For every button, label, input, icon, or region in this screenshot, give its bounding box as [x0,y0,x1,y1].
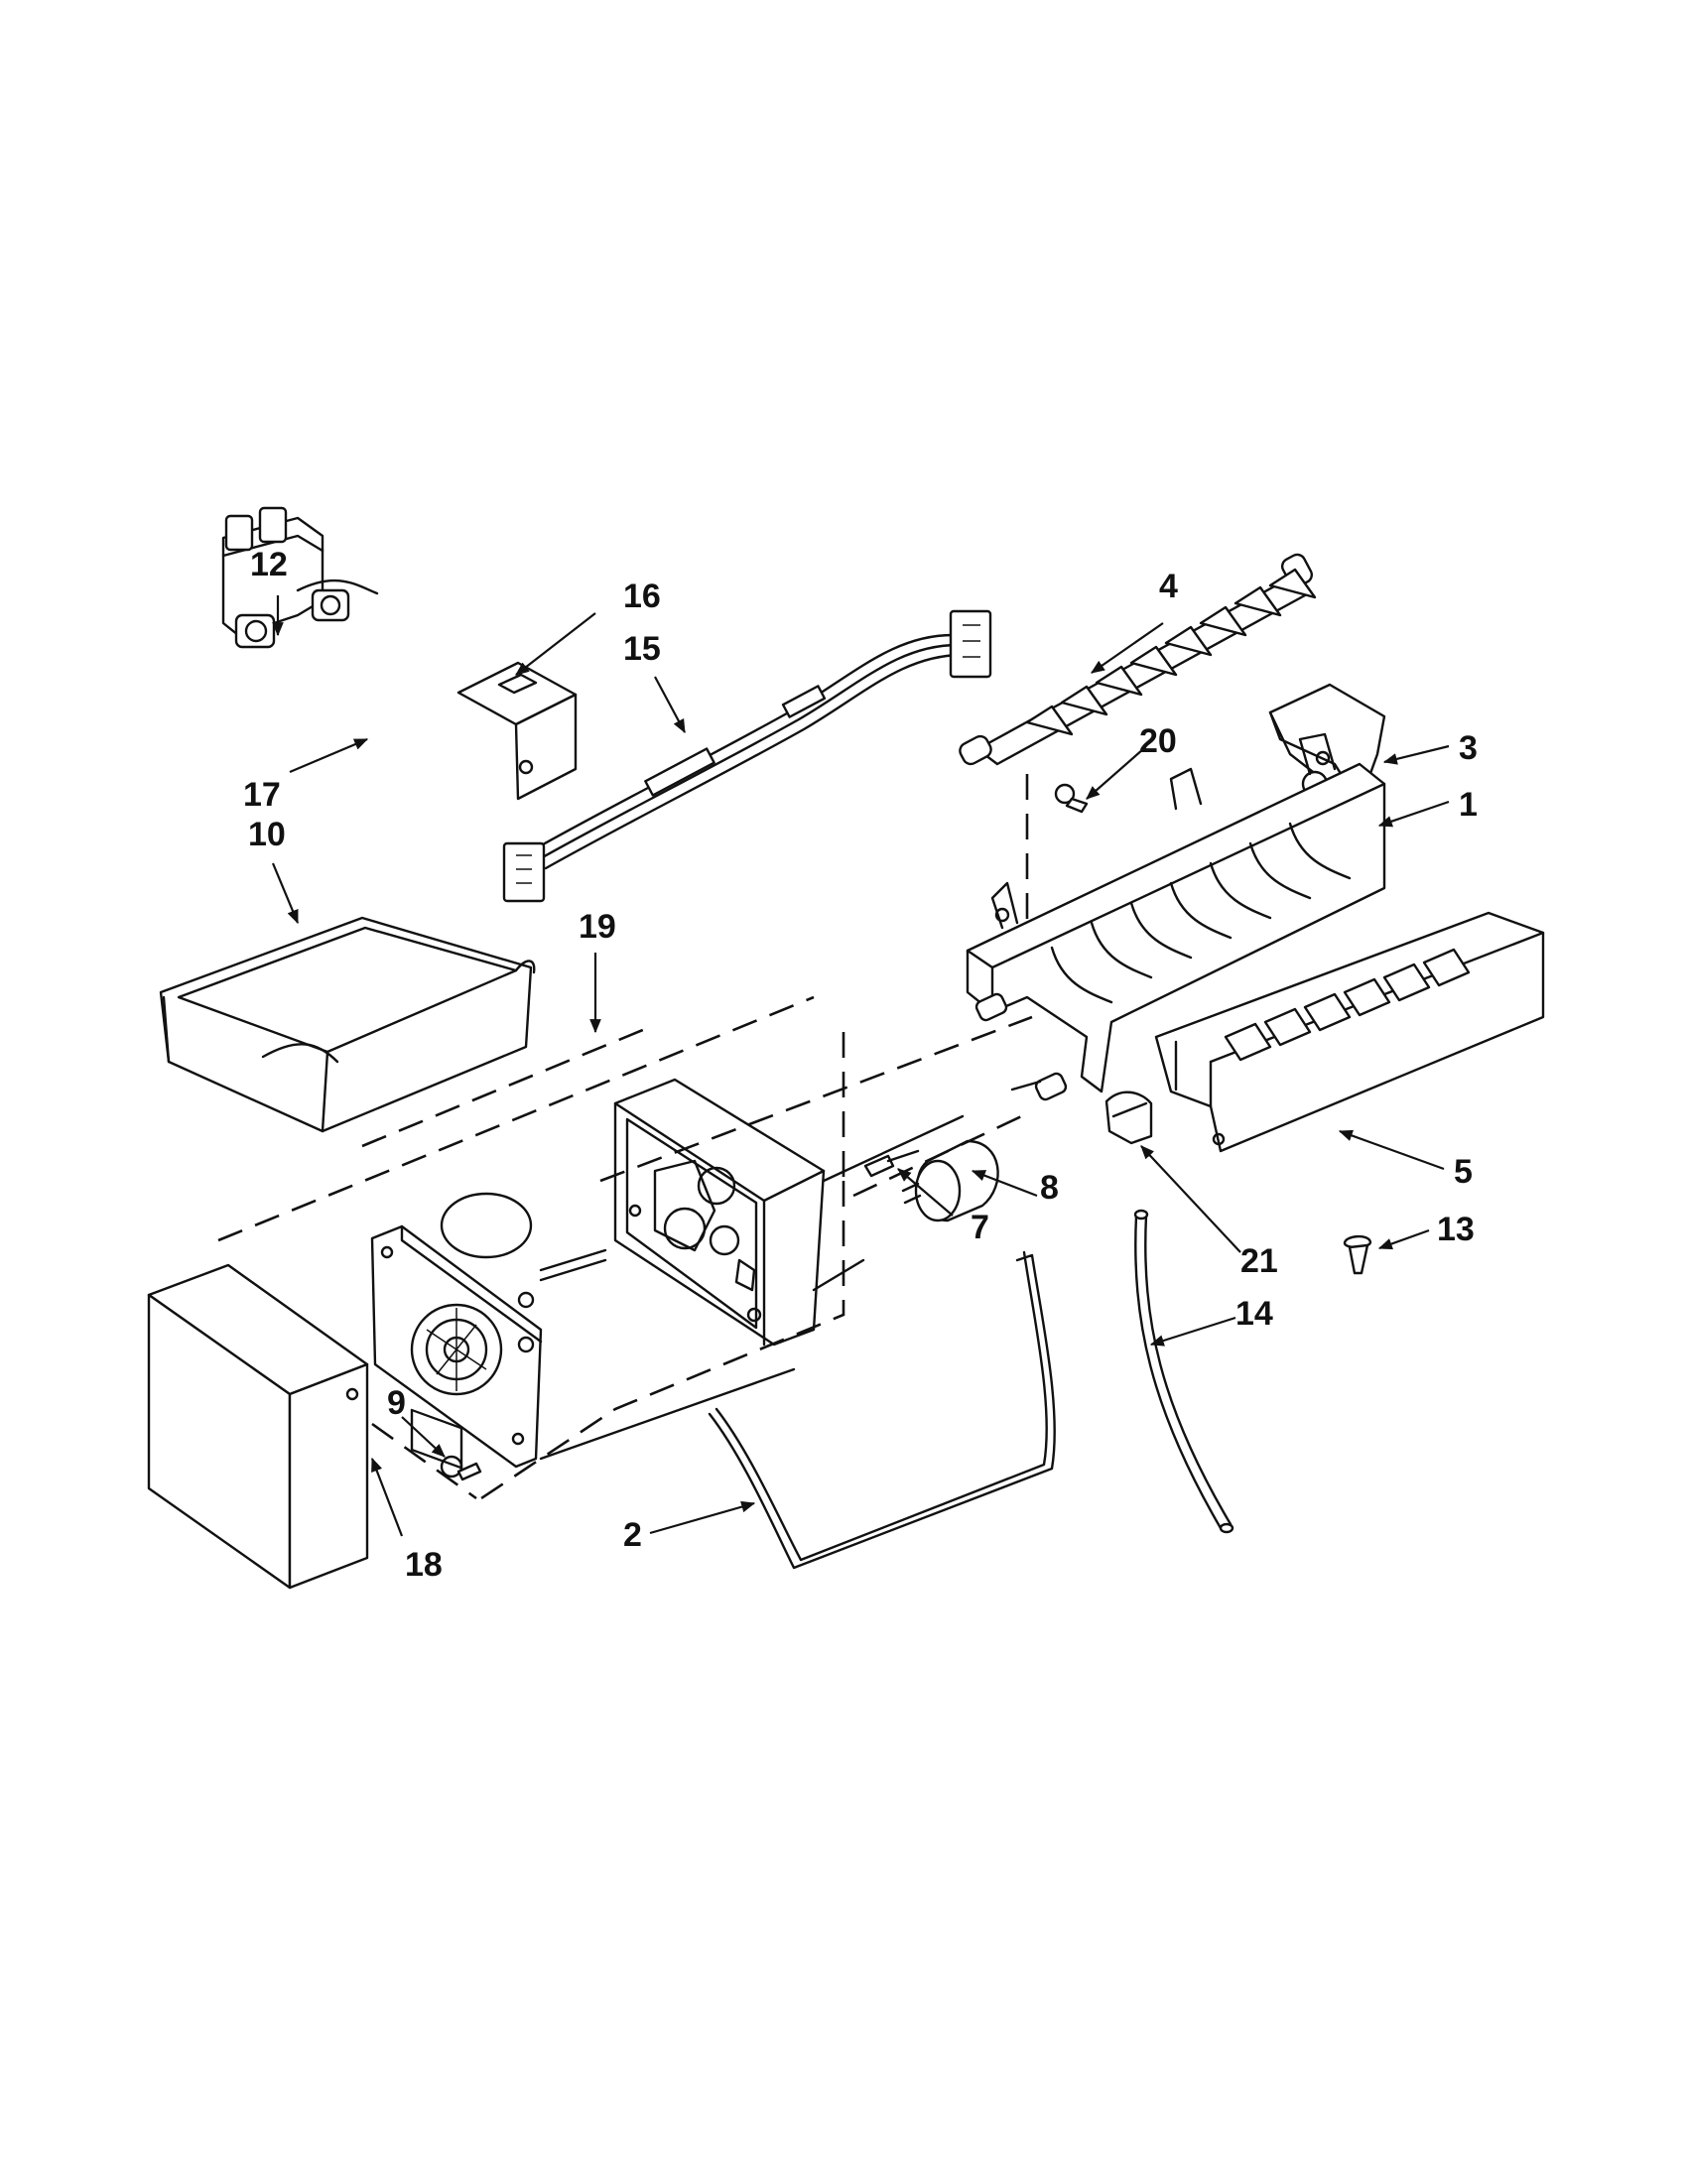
clip-part [1104,1091,1153,1145]
callout-13: 13 [1437,1211,1475,1248]
fitting-parts [974,992,1068,1101]
screw-part-20 [1054,783,1089,814]
plug-part [1343,1234,1372,1275]
bracket-part [456,661,578,801]
callout-18: 18 [405,1546,443,1584]
housing-part [613,1078,965,1347]
motor-plate-part [370,1192,796,1470]
front-cover-part [147,1263,369,1590]
callout-19: 19 [579,908,616,946]
assembly-boundary-19 [217,774,1033,1500]
callout-9: 9 [387,1384,406,1422]
callout-5: 5 [1454,1153,1473,1191]
tube-part [1133,1209,1234,1534]
callout-labels: 12 17 10 16 15 4 20 3 1 19 8 7 5 21 13 1… [243,546,1478,1584]
callout-17: 17 [243,776,281,814]
callout-1: 1 [1459,786,1478,824]
callout-20: 20 [1139,722,1177,760]
callout-8: 8 [1040,1169,1059,1207]
stripper-part [1154,911,1545,1153]
ice-bin-part [159,916,536,1133]
callout-12: 12 [250,546,288,583]
callout-10: 10 [248,816,286,853]
callout-14: 14 [1235,1295,1273,1333]
callout-4: 4 [1159,568,1178,605]
callout-21: 21 [1240,1242,1278,1280]
wire-harness-part [502,609,992,903]
leader-lines [271,595,1450,1537]
callout-7: 7 [971,1209,989,1246]
water-valve-part [221,506,379,649]
callout-15: 15 [623,630,661,668]
ejector-shaft-part [959,553,1317,766]
shutoff-arm-part [708,1250,1056,1570]
heater-pin-part [863,1149,920,1178]
callout-3: 3 [1459,729,1478,767]
callout-2: 2 [623,1516,642,1554]
thermostat-part [901,1139,999,1222]
callout-16: 16 [623,578,661,615]
